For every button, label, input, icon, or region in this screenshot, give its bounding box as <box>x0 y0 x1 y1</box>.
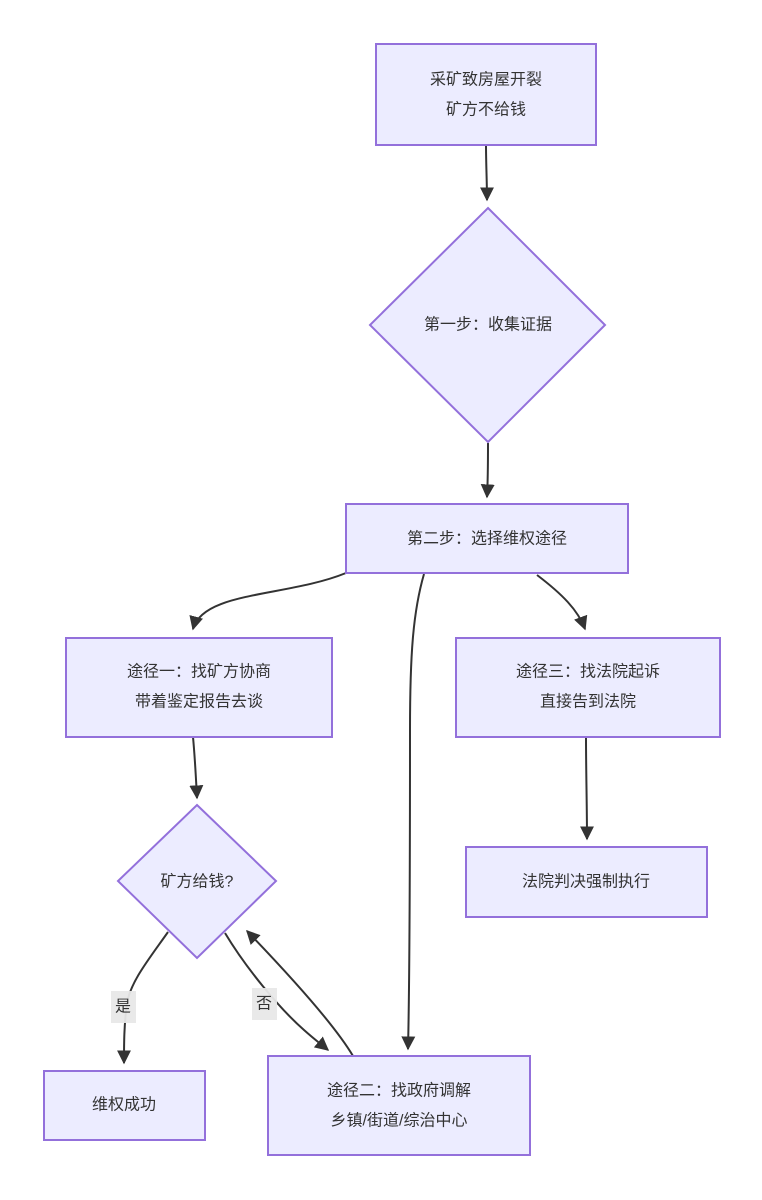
node-start-box <box>375 43 597 146</box>
node-path1: 途径一：找矿方协商 带着鉴定报告去谈 <box>65 637 333 738</box>
node-step1-label: 第一步：收集证据 <box>424 316 552 334</box>
node-decision-diamond <box>116 803 278 960</box>
edge-step1-step2 <box>480 442 495 499</box>
edge-label-no-text: 否 <box>256 996 272 1013</box>
node-court: 法院判决强制执行 <box>465 846 708 918</box>
node-path2: 途径二：找政府调解 乡镇/街道/综治中心 <box>267 1055 531 1156</box>
node-court-box <box>465 846 708 918</box>
node-success: 维权成功 <box>43 1070 206 1141</box>
edges-layer <box>117 144 594 1065</box>
edge-label-yes-bg <box>111 991 136 1023</box>
node-step1-decision: 第一步：收集证据 <box>368 206 607 444</box>
node-path1-line2: 带着鉴定报告去谈 <box>135 693 263 711</box>
node-path2-line2: 乡镇/街道/综治中心 <box>331 1112 468 1130</box>
node-path3-line1: 途径三：找法院起诉 <box>516 663 660 681</box>
edge-start-step1 <box>479 144 494 202</box>
edge-path2-decision-return <box>246 929 354 1057</box>
node-success-box <box>43 1070 206 1141</box>
node-decision-label: 矿方给钱? <box>161 873 234 891</box>
node-success-label: 维权成功 <box>92 1096 156 1114</box>
edge-step2-path2 <box>401 573 425 1051</box>
edge-step2-path3 <box>536 574 588 631</box>
node-path2-box <box>267 1055 531 1156</box>
edge-step2-path1 <box>189 572 347 631</box>
node-path3: 途径三：找法院起诉 直接告到法院 <box>455 637 721 738</box>
node-path3-line2: 直接告到法院 <box>540 693 636 711</box>
node-path1-line1: 途径一：找矿方协商 <box>127 663 271 681</box>
node-step1-diamond <box>368 206 607 444</box>
node-path1-box <box>65 637 333 738</box>
edge-decision-path2-no <box>224 932 330 1051</box>
edge-label-yes-text: 是 <box>115 999 131 1016</box>
node-path3-box <box>455 637 721 738</box>
edge-path3-court <box>579 736 594 841</box>
edge-label-yes: 是 <box>111 991 136 1023</box>
node-step2: 第二步：选择维权途径 <box>345 503 629 574</box>
edge-label-no: 否 <box>252 988 277 1020</box>
edge-path1-decision <box>189 736 204 800</box>
node-start: 采矿致房屋开裂 矿方不给钱 <box>375 43 597 146</box>
node-court-label: 法院判决强制执行 <box>522 873 650 891</box>
node-start-line1: 采矿致房屋开裂 <box>430 71 542 89</box>
node-decision: 矿方给钱? <box>116 803 278 960</box>
node-start-line2: 矿方不给钱 <box>446 101 526 119</box>
node-path2-line1: 途径二：找政府调解 <box>327 1082 471 1100</box>
node-step2-label: 第二步：选择维权途径 <box>407 530 567 548</box>
edge-label-no-bg <box>252 988 277 1020</box>
node-step2-box <box>345 503 629 574</box>
